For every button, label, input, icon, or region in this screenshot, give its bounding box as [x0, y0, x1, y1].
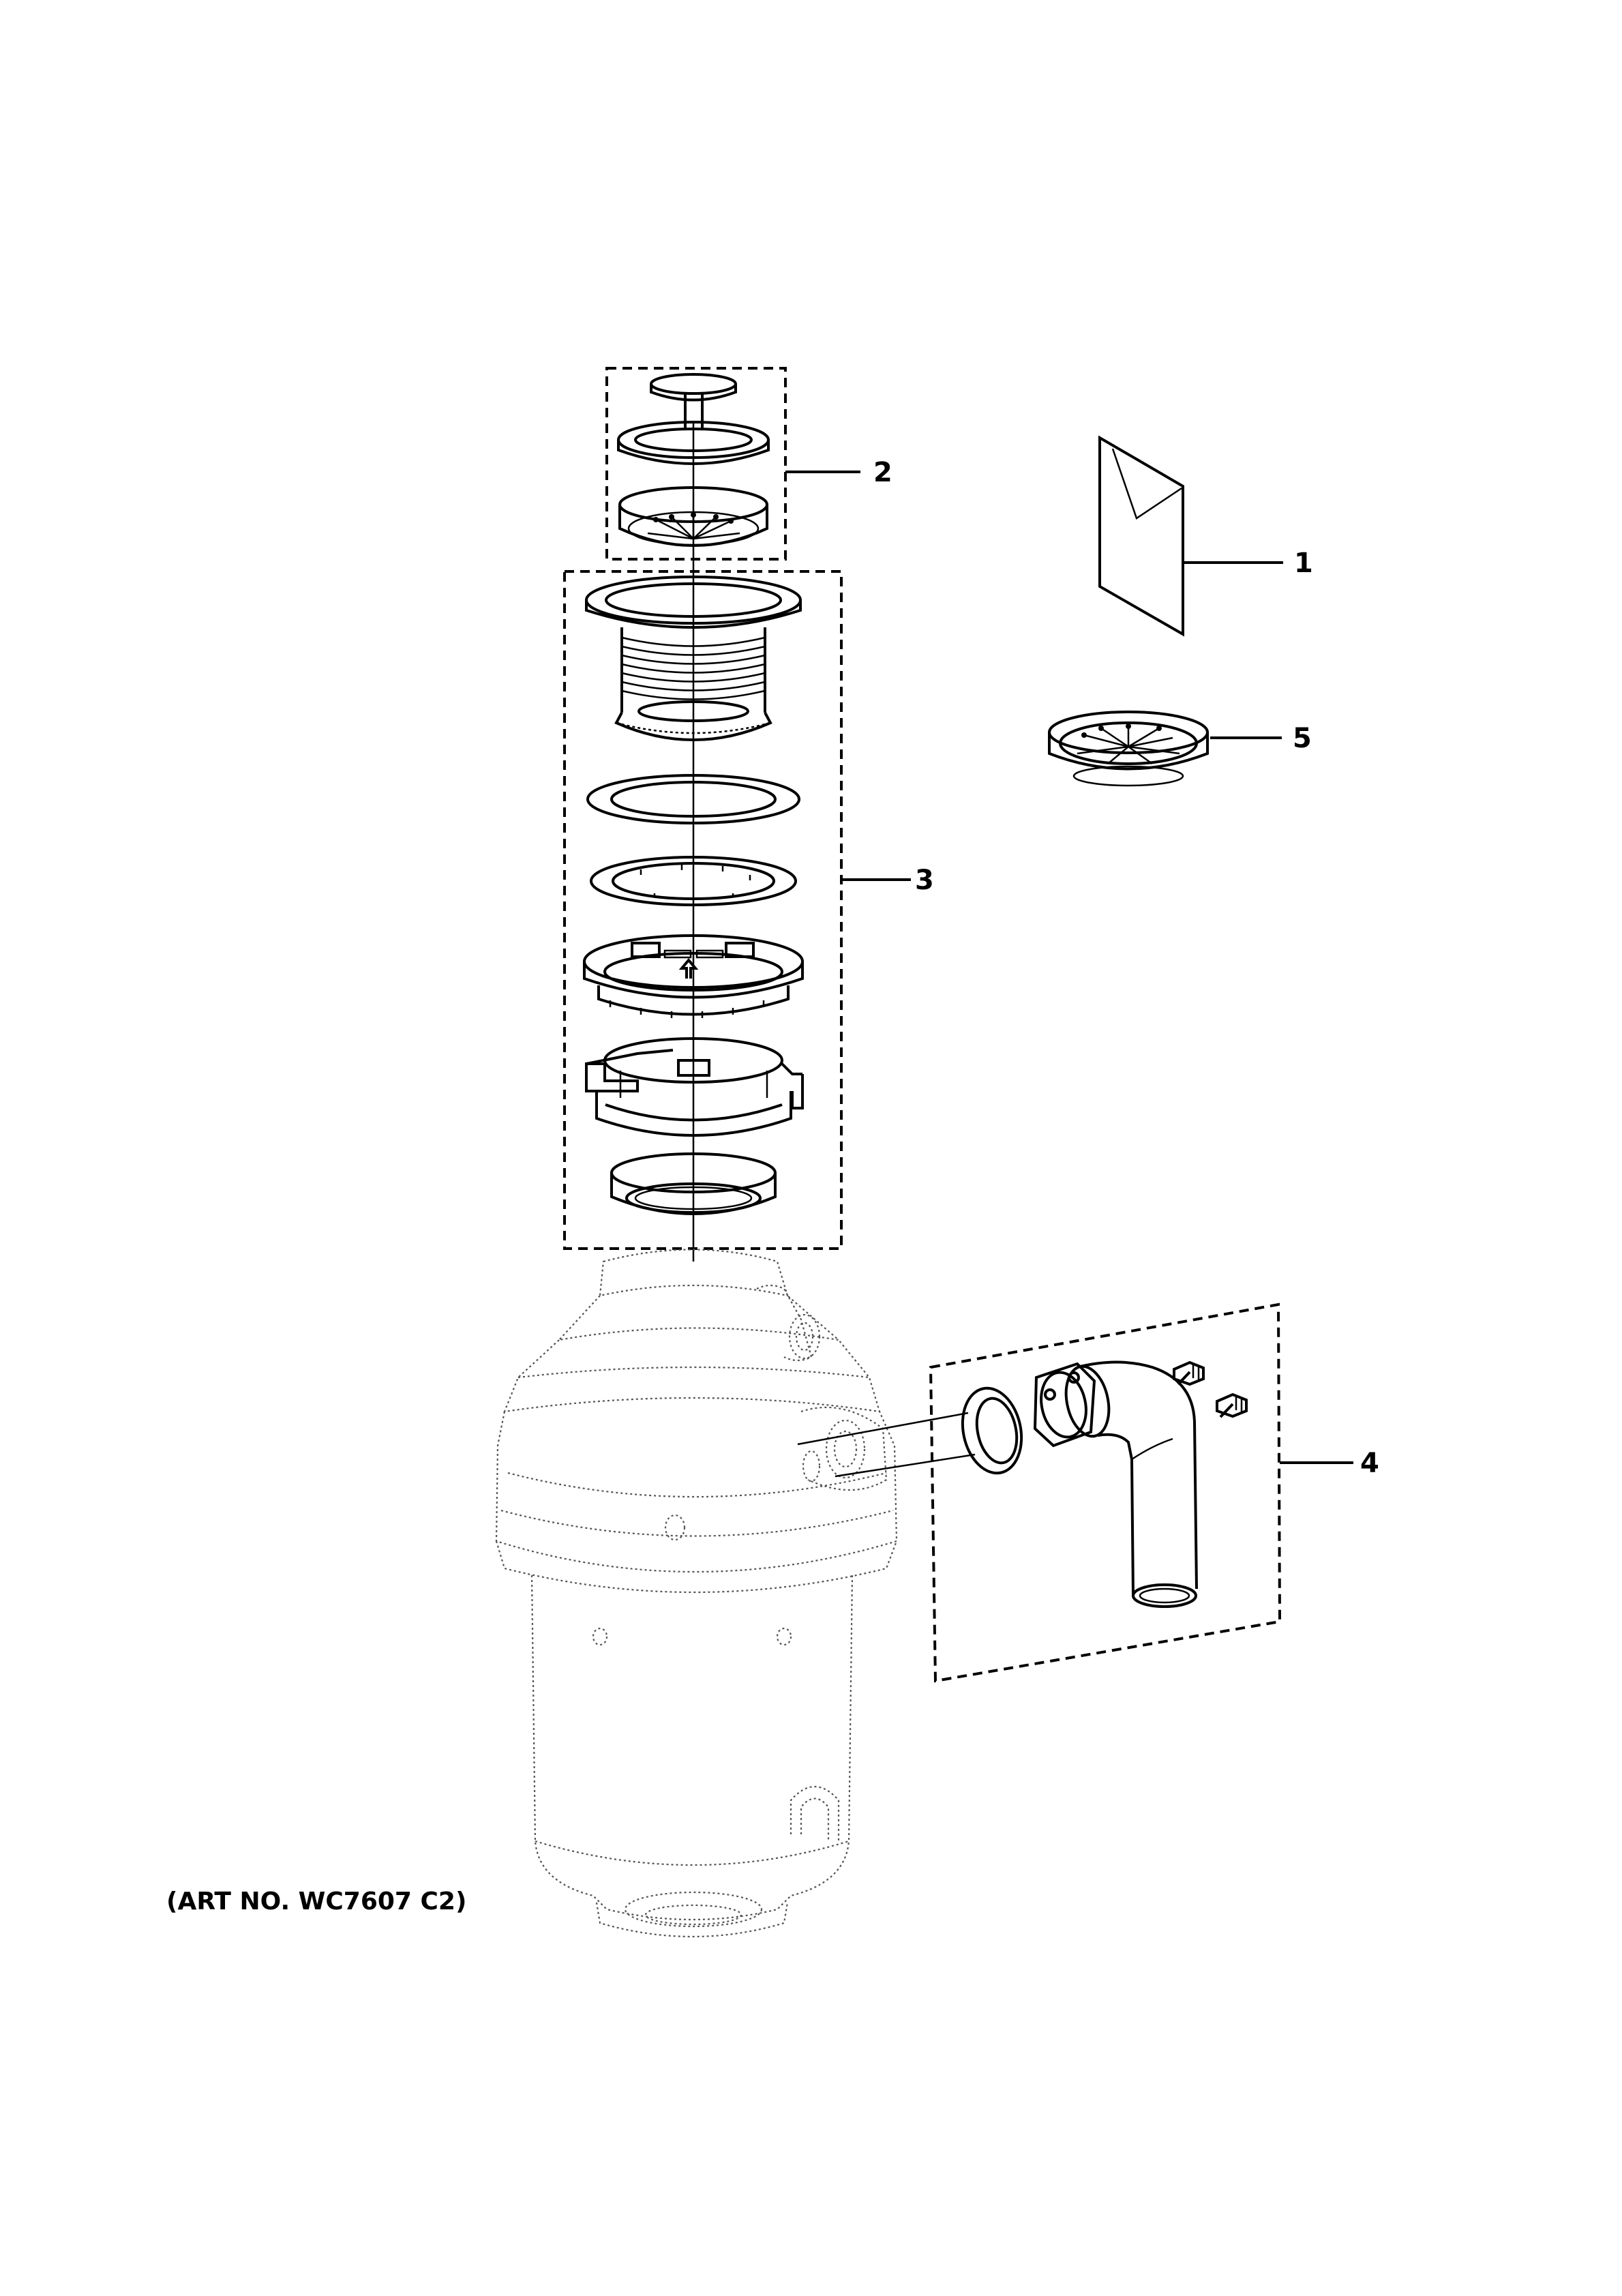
- stopper-ring: [617, 421, 770, 465]
- disposer-body-outline: [495, 1249, 898, 1938]
- snap-ring-clamp: [585, 1037, 804, 1137]
- sink-stopper: [650, 373, 737, 428]
- group-4-dashed-box: [929, 1302, 1282, 1683]
- art-number-caption: (ART NO. WC7607 C2): [166, 1888, 466, 1915]
- alignment-line-upper: [797, 1412, 969, 1446]
- callout-1-label: 1: [1294, 548, 1313, 579]
- discharge-elbow: [1064, 1360, 1198, 1608]
- backup-ring: [590, 856, 797, 906]
- mounting-ring: [583, 934, 804, 1018]
- discharge-gasket: [961, 1386, 1023, 1475]
- cushion-mount: [610, 1152, 777, 1215]
- callout-2-label: 2: [873, 457, 892, 488]
- flange-screw-upper: [1173, 1360, 1205, 1386]
- alignment-line-lower: [835, 1453, 976, 1478]
- discharge-flange: [1033, 1362, 1096, 1448]
- fiber-gasket: [586, 774, 800, 824]
- callout-5-label: 5: [1293, 723, 1312, 754]
- splash-guard: [618, 486, 768, 547]
- owners-manual: [1098, 435, 1184, 637]
- replacement-splash-guard: [1048, 711, 1209, 787]
- callout-3-label: 3: [915, 865, 934, 896]
- sink-flange: [585, 576, 802, 741]
- flange-screw-lower: [1216, 1392, 1248, 1418]
- callout-4-label: 4: [1360, 1448, 1379, 1479]
- group-3-dashed-box: [563, 570, 843, 1250]
- group-2-dashed-box: [605, 367, 787, 561]
